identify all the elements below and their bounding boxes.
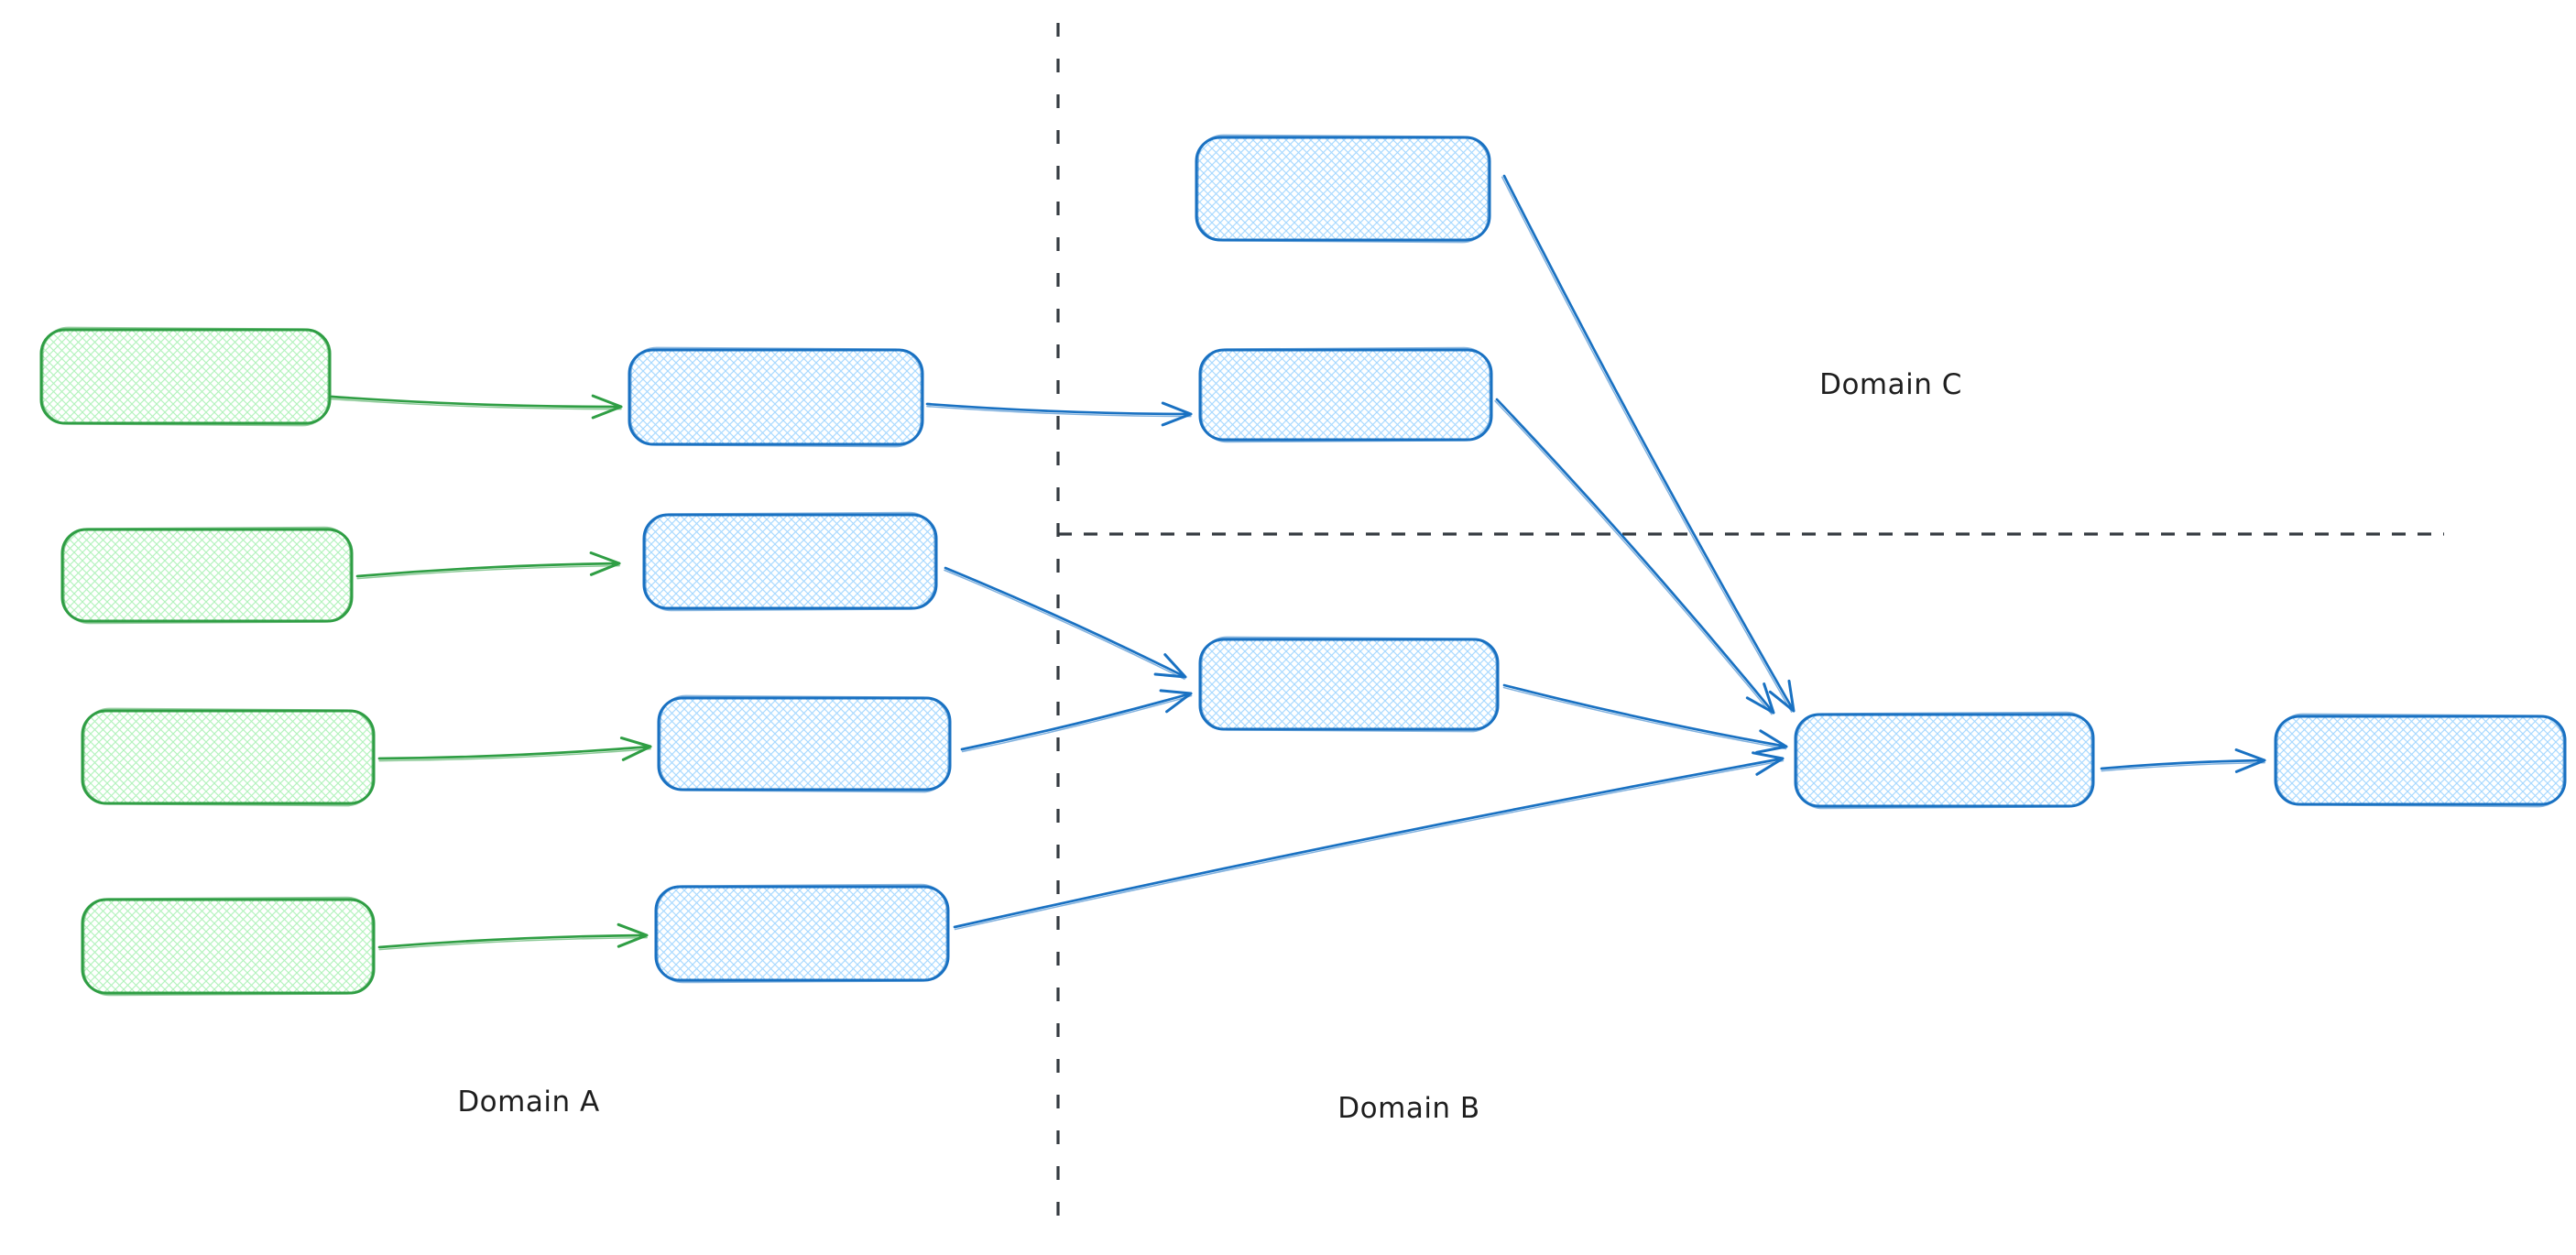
edge-a-process-3--b-box-1[interactable] [960,689,1193,753]
edge-shaft-sketch [961,694,1193,753]
arrowhead-icon [617,922,649,948]
node-a-process-1-body [628,348,924,446]
edge-c-box-1--b-hub[interactable] [1501,174,1796,713]
edge-shaft [1495,398,1775,715]
edge-shaft-sketch [1501,176,1793,713]
arrowhead-icon [1161,401,1193,427]
edge-shaft [944,566,1187,679]
node-b-box-1[interactable] [1198,636,1500,733]
edge-shaft-sketch [331,398,622,410]
label-domain-b[interactable]: Domain B [1337,1092,1479,1125]
node-a-source-4[interactable] [81,896,376,997]
arrowhead-icon [1768,679,1796,713]
edge-shaft [2100,758,2266,770]
arrowhead-icon [1153,653,1187,679]
arrowhead-icon [619,737,652,761]
label-domain-a[interactable]: Domain A [457,1086,599,1119]
node-a-source-2[interactable] [60,526,354,625]
edge-a-source-3--a-process-3[interactable] [377,737,652,762]
node-c-box-1[interactable] [1195,134,1491,244]
node-b-output-body [2274,715,2567,806]
edge-a-process-2--b-box-1[interactable] [944,566,1187,681]
arrowhead-icon [1159,689,1193,714]
edge-shaft [1502,174,1796,713]
edge-shaft [960,692,1193,751]
edge-shaft-sketch [2101,761,2265,772]
edge-a-source-2--a-process-2[interactable] [355,551,621,580]
edge-a-source-4--a-process-4[interactable] [377,922,649,951]
node-a-process-4-body [654,885,950,982]
node-c-box-2-body [1198,348,1493,442]
arrowhead-icon [1752,751,1785,776]
edge-a-process-4--b-hub[interactable] [953,751,1785,931]
edge-shaft [953,757,1785,929]
node-b-output[interactable] [2274,713,2567,808]
node-a-source-1[interactable] [39,326,332,427]
arrowhead-icon [2234,748,2266,773]
label-domain-c[interactable]: Domain C [1819,368,1962,401]
edge-shaft-sketch [378,748,651,762]
edge-shaft [330,395,623,409]
edge-shaft-sketch [944,569,1185,681]
edge-shaft [377,745,652,760]
arrowhead-icon [591,394,623,420]
layer-edges [330,174,2266,951]
node-a-process-4[interactable] [654,883,950,984]
edge-b-hub--b-output[interactable] [2100,748,2266,773]
node-a-process-1[interactable] [628,346,924,448]
edge-shaft-sketch [1502,686,1787,750]
edge-shaft [377,933,649,949]
node-a-process-3[interactable] [657,694,952,793]
edge-a-source-1--a-process-1[interactable] [330,394,623,420]
edge-shaft [1502,683,1788,748]
node-b-box-1-body [1198,638,1500,731]
layer-labels: Domain A Domain B Domain C [457,368,1962,1125]
edge-shaft [355,562,621,578]
node-a-source-4-body [81,898,376,995]
arrowhead-icon [1755,729,1788,754]
node-a-source-1-body [39,328,332,425]
node-a-process-2[interactable] [642,511,938,612]
node-a-source-2-body [60,528,354,623]
node-a-process-3-body [657,696,952,791]
layer-nodes [39,134,2567,997]
edge-shaft-sketch [926,405,1192,418]
edge-shaft [925,402,1193,416]
edge-shaft-sketch [954,759,1785,931]
node-c-box-1-body [1195,136,1491,242]
node-a-source-3[interactable] [81,707,376,807]
edge-shaft-sketch [378,936,648,951]
edge-shaft-sketch [1494,399,1773,715]
edge-b-box-1--b-hub[interactable] [1502,683,1788,754]
node-a-source-3-body [81,709,376,805]
node-b-hub[interactable] [1794,711,2095,810]
edge-c-box-2--b-hub[interactable] [1494,398,1775,715]
node-c-box-2[interactable] [1198,346,1493,443]
node-b-hub-body [1794,713,2095,808]
edge-shaft-sketch [356,564,620,580]
arrowhead-icon [589,551,621,576]
node-a-process-2-body [642,513,938,610]
arrowhead-icon [1745,682,1775,715]
